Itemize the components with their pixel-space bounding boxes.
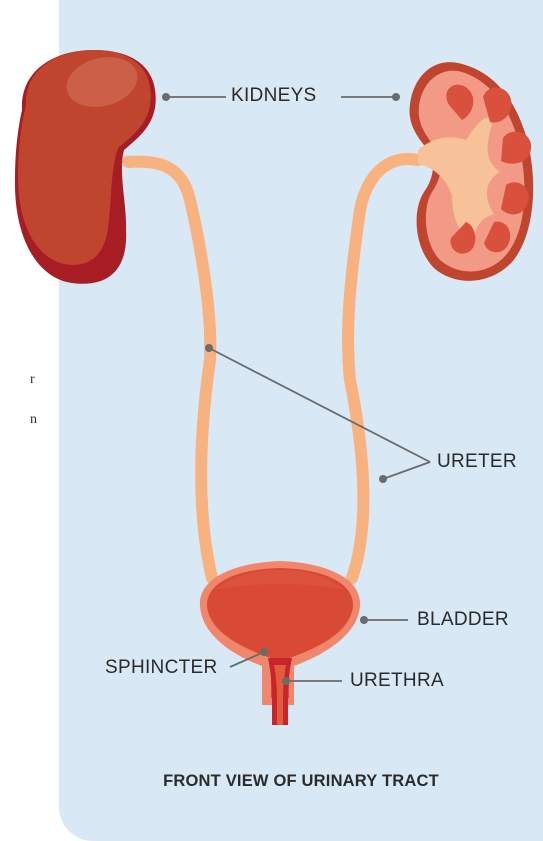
right-kidney-cross-section	[402, 58, 533, 281]
label-urethra: URETHRA	[350, 670, 444, 692]
label-kidneys: KIDNEYS	[231, 85, 317, 107]
label-bladder: BLADDER	[417, 609, 509, 631]
diagram-caption: FRONT VIEW OF URINARY TRACT	[59, 772, 543, 791]
left-ureter	[128, 162, 212, 578]
label-sphincter: SPHINCTER	[105, 657, 218, 679]
label-ureter: URETER	[437, 451, 517, 473]
right-ureter	[348, 159, 418, 578]
